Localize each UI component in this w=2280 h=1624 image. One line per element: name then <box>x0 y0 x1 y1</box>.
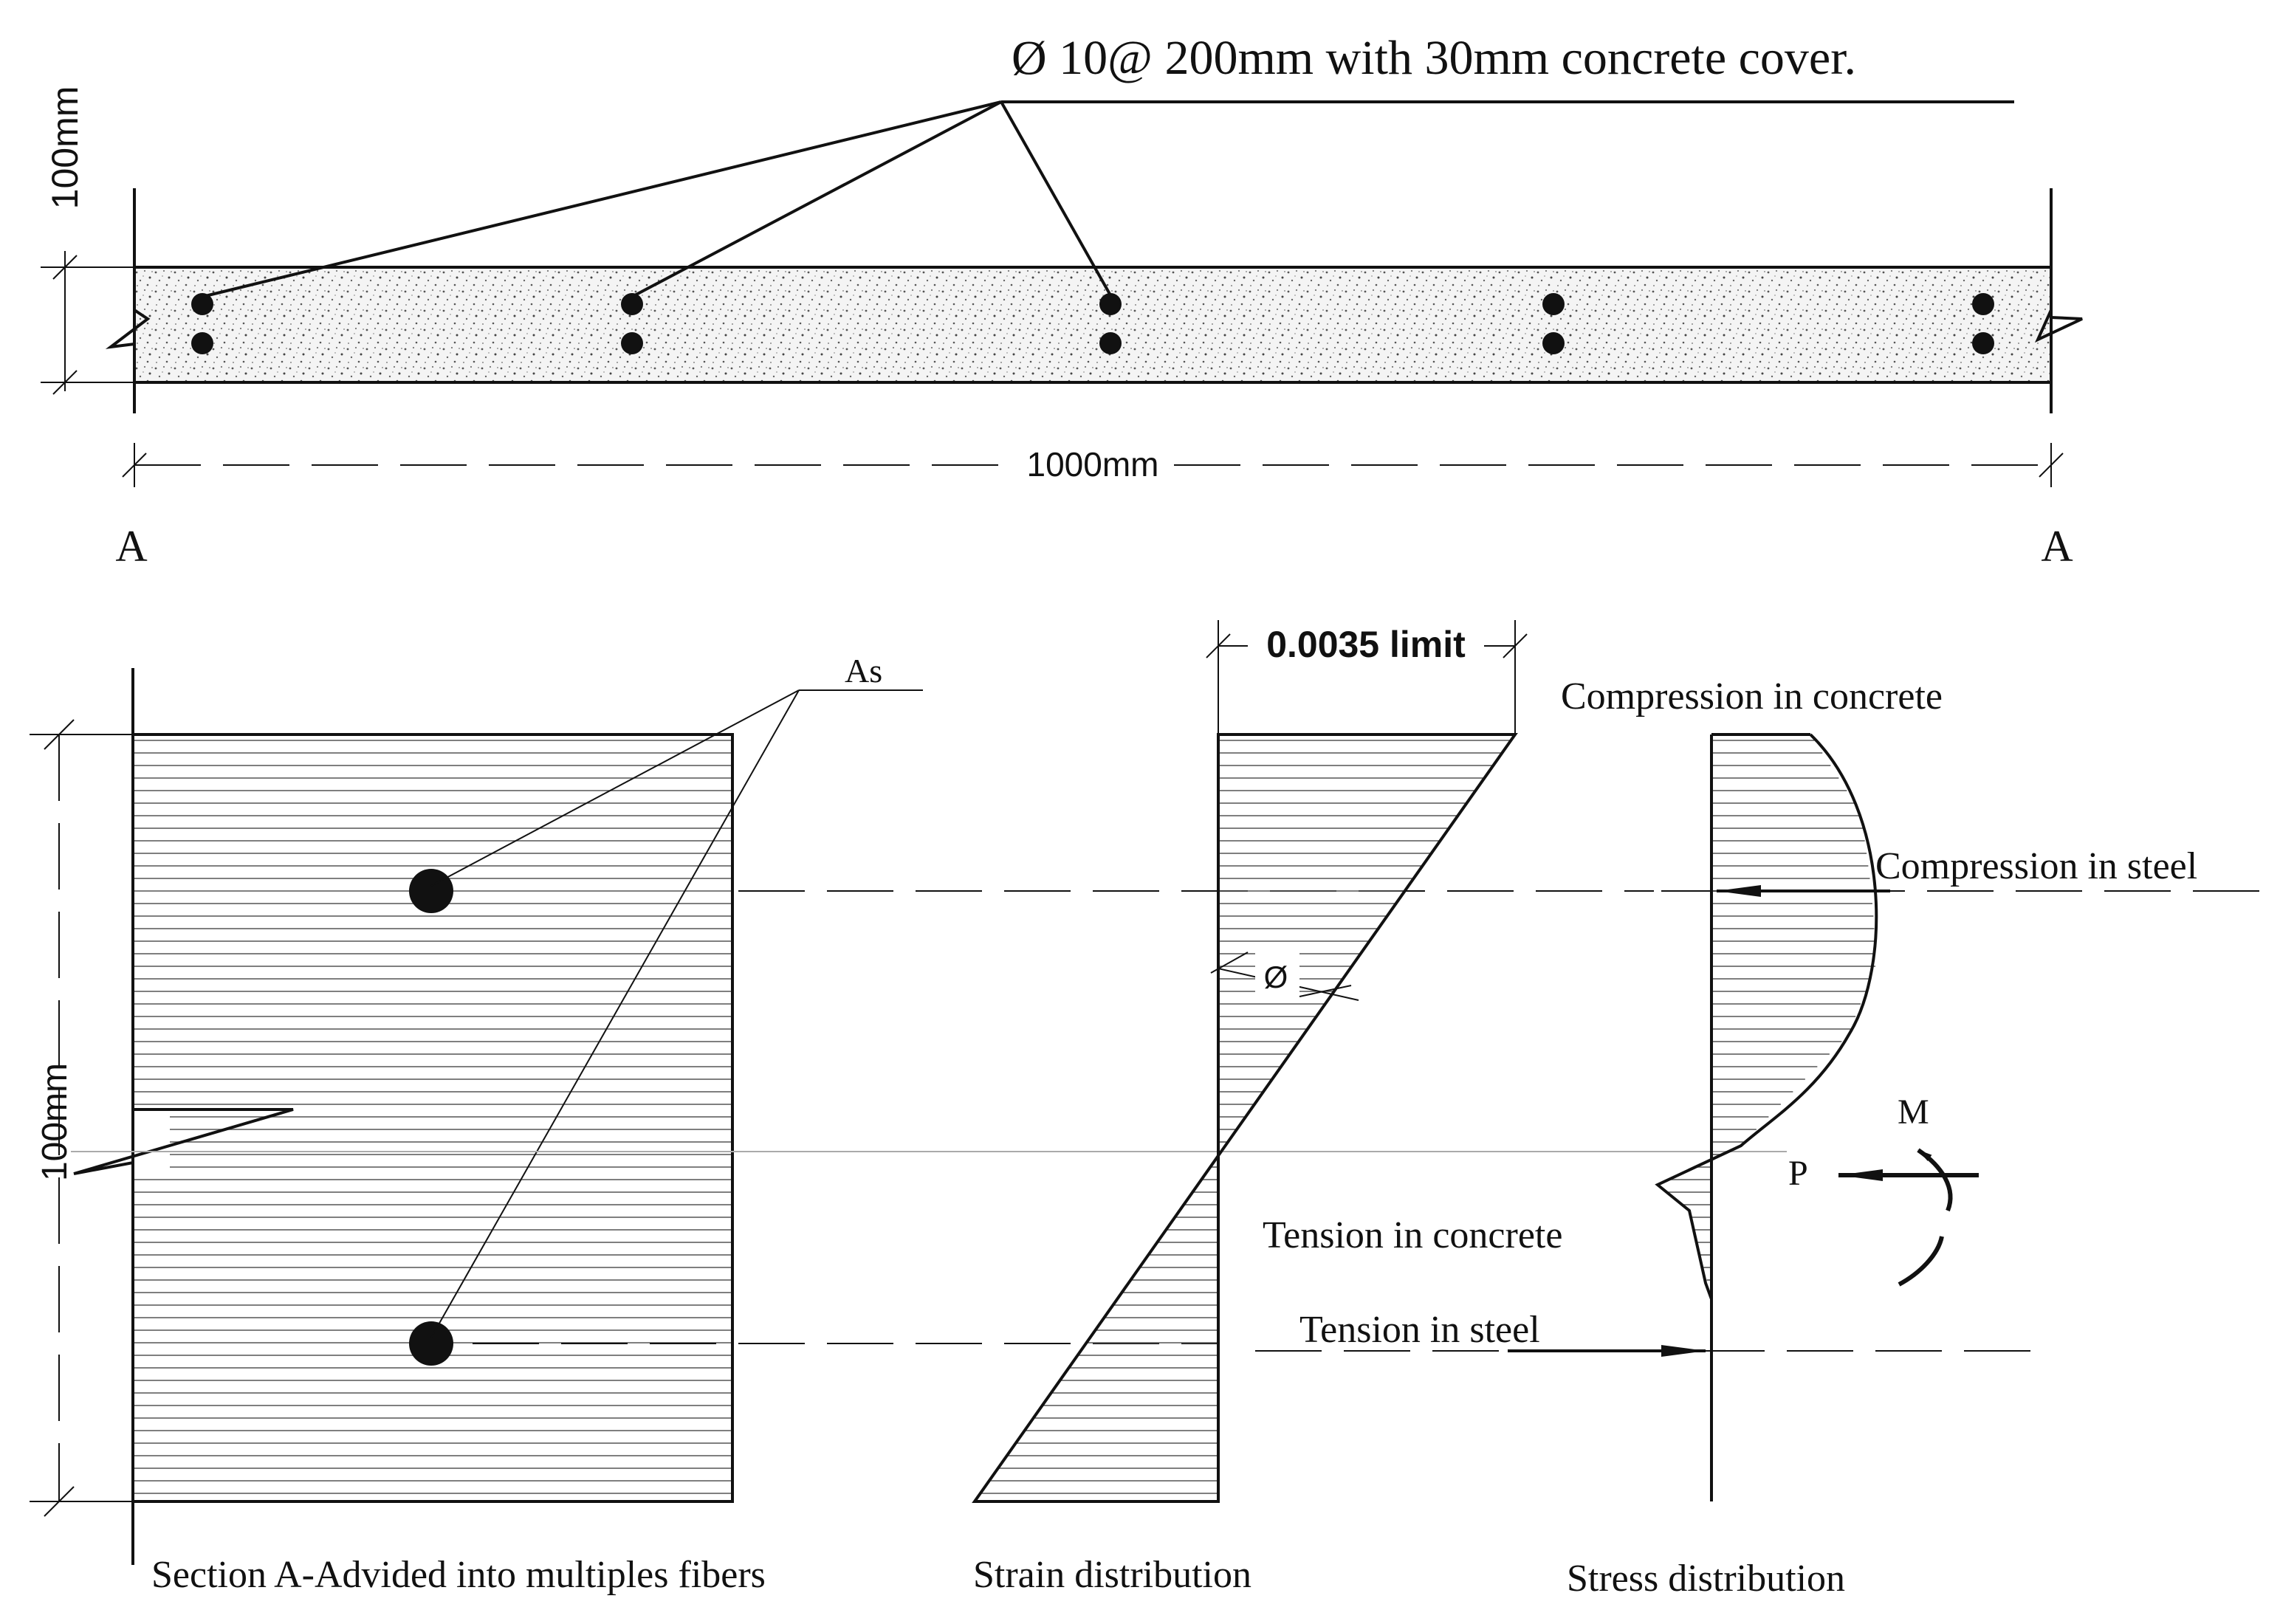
section-caption: Section A-Advided into multiples fibers <box>151 1554 766 1596</box>
rebar-dot <box>191 293 213 315</box>
stress-diagram: Compression in concrete Compression in s… <box>1263 675 2197 1600</box>
rebar-bottom <box>409 1321 453 1366</box>
slab-width-label: 1000mm <box>1027 445 1159 484</box>
section-depth-label: 100mm <box>35 1063 75 1181</box>
axial-force-label: P <box>1788 1154 1808 1193</box>
strain-hatching <box>980 740 1511 1494</box>
strain-limit-label: 0.0035 limit <box>1266 624 1466 665</box>
strain-outline <box>972 733 1518 1503</box>
rebar-dot <box>1099 332 1122 354</box>
stress-caption: Stress distribution <box>1567 1558 1845 1600</box>
fiber-section-outline <box>73 733 734 1503</box>
rebar-top <box>409 869 453 913</box>
slab-thickness-label: 100mm <box>44 86 86 210</box>
tension-steel-label: Tension in steel <box>1299 1309 1540 1351</box>
slab-thickness-dimension: 100mm <box>41 86 134 395</box>
section-mark-left: A <box>115 522 147 571</box>
rebar-leader-lines <box>430 689 923 1338</box>
strain-caption: Strain distribution <box>973 1554 1251 1596</box>
moment-label: M <box>1898 1093 1929 1132</box>
strain-diagram: 0.0035 limit Ø Strain distribution <box>972 620 1528 1596</box>
fiber-section: 100mm As Section A-Advided into multiple… <box>30 652 923 1596</box>
rebar-dot <box>1542 293 1565 315</box>
rebar-bars <box>191 293 1994 354</box>
rebar-leader-lines <box>202 100 2014 298</box>
rebar-dot <box>191 332 213 354</box>
rebar-dot <box>1099 293 1122 315</box>
slab-elevation: Ø 10@ 200mm with 30mm concrete cover. 10… <box>41 31 2083 571</box>
curvature-symbol: Ø <box>1264 960 1288 994</box>
rebar-dot <box>621 293 643 315</box>
moment-arc-lower <box>1898 1236 1944 1287</box>
break-symbol-right <box>2034 309 2083 343</box>
strain-limit-dimension: 0.0035 limit <box>1206 620 1528 734</box>
rebar-dot <box>1972 332 1994 354</box>
rebar-spacing-note: Ø 10@ 200mm with 30mm concrete cover. <box>1012 31 1856 85</box>
rebar-dot <box>1972 293 1994 315</box>
slab-concrete-body <box>133 266 2053 384</box>
fiber-hatching <box>133 740 732 1494</box>
rebar-area-label: As <box>845 652 882 689</box>
break-symbol-left <box>105 309 151 349</box>
rebar-dot <box>1542 332 1565 354</box>
slab-width-dimension: 1000mm <box>122 443 2064 487</box>
rebar-dot <box>621 332 643 354</box>
curvature-marker: Ø <box>1210 952 1359 1001</box>
reference-lines <box>71 890 2259 1352</box>
section-mark-right: A <box>2041 522 2073 571</box>
stress-curve <box>1655 733 1878 1300</box>
compression-concrete-label: Compression in concrete <box>1561 675 1943 718</box>
stress-hatching <box>1666 740 1875 1293</box>
moment-arrow <box>1917 1148 1953 1212</box>
moment-axial-symbol: M P <box>1788 1093 1979 1287</box>
compression-steel-label: Compression in steel <box>1875 845 2197 887</box>
tension-concrete-label: Tension in concrete <box>1263 1214 1562 1256</box>
section-depth-dimension: 100mm <box>30 719 133 1517</box>
